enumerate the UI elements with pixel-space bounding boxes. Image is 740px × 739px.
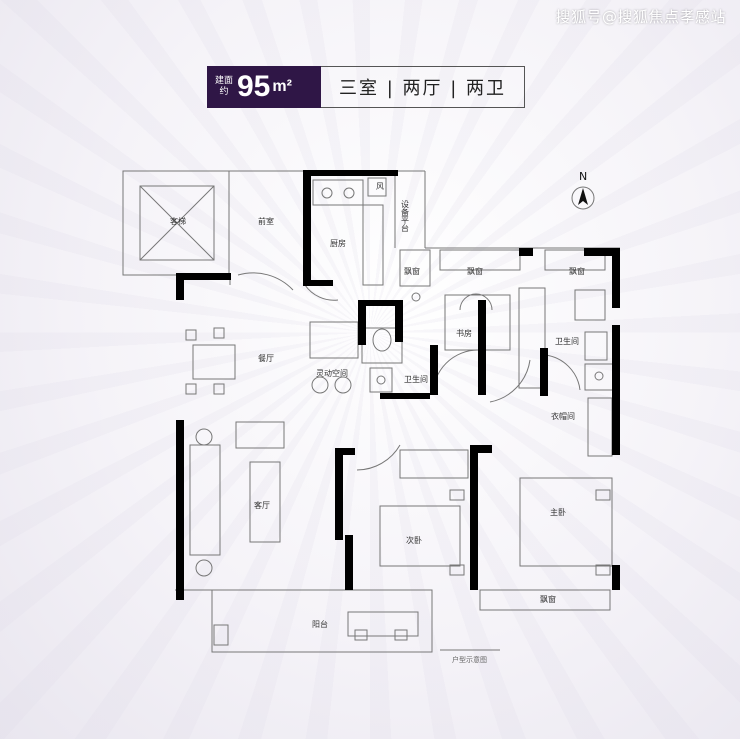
label-flue: 风 bbox=[376, 182, 384, 191]
label-living: 客厅 bbox=[254, 500, 270, 510]
area-value: 95 bbox=[237, 70, 271, 103]
label-kitchen: 厨房 bbox=[330, 238, 346, 248]
label-dining: 餐厅 bbox=[258, 354, 274, 363]
label-bay-3: 飘窗 bbox=[569, 266, 585, 276]
label-bay-4: 飘窗 bbox=[540, 594, 556, 604]
layout-summary: 三室 | 两厅 | 两卫 bbox=[321, 66, 525, 108]
footnote: 户型示意图 bbox=[452, 655, 487, 664]
label-flex: 灵动空间 bbox=[316, 368, 348, 378]
compass-arrow-icon bbox=[578, 188, 588, 205]
watermark: 搜狐号@搜狐焦点孝感站 bbox=[555, 8, 726, 26]
label-master-bed: 主卧 bbox=[550, 507, 566, 517]
area-prefix: 建面约 bbox=[214, 76, 233, 97]
plan-walls bbox=[176, 170, 620, 600]
label-balcony: 阳台 bbox=[312, 619, 328, 629]
label-bath-1: 卫生间 bbox=[404, 374, 428, 384]
compass-label: N bbox=[579, 170, 587, 183]
label-equipment: 设备平台 bbox=[401, 199, 410, 233]
plan-thin-lines bbox=[122, 170, 620, 653]
label-front-room: 前室 bbox=[258, 216, 274, 226]
label-second-bed: 次卧 bbox=[406, 535, 422, 545]
label-elevator: 客梯 bbox=[170, 216, 186, 226]
room-labels: 客梯 前室 厨房 风 设备平台 飘窗 飘窗 飘窗 书房 餐厅 灵动空间 卫生间 … bbox=[170, 170, 587, 664]
label-closet: 衣帽间 bbox=[551, 411, 575, 421]
area-badge: 建面约 95 m² bbox=[207, 66, 321, 108]
area-unit: m² bbox=[272, 78, 292, 95]
label-study: 书房 bbox=[456, 328, 472, 338]
label-bath-2: 卫生间 bbox=[555, 336, 579, 346]
label-bay-2: 飘窗 bbox=[467, 266, 483, 276]
label-bay-1: 飘窗 bbox=[404, 266, 420, 276]
